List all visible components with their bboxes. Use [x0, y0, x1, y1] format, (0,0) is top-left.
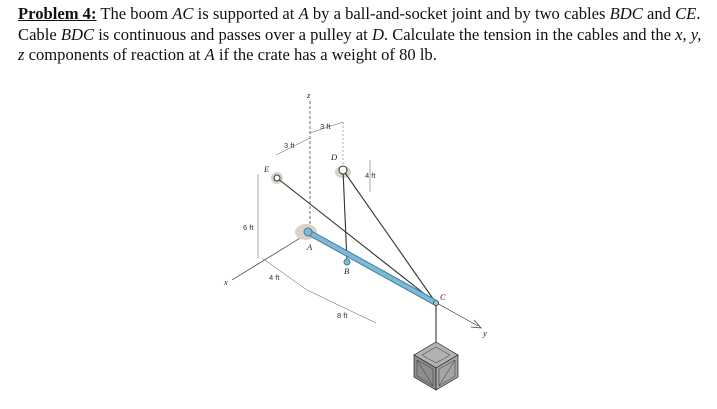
pulley-d [338, 165, 348, 175]
dim-4ft-right: 4 ft [365, 171, 376, 180]
var-bdc: BDC [609, 4, 643, 23]
anchor-e [273, 174, 281, 182]
problem-text: and [642, 4, 676, 23]
joints [273, 165, 439, 306]
problem-text: The boom [96, 4, 173, 23]
var-ce: CE [675, 4, 697, 23]
var-ac: AC [172, 4, 194, 23]
point-label-d: D [330, 152, 338, 162]
var-bdc: BDC [60, 24, 95, 44]
problem-text: if the crate has a weight of 80 lb. [214, 45, 437, 64]
var-a: A [204, 45, 215, 64]
point-label-b: B [344, 266, 349, 276]
dimension-lines [257, 121, 377, 324]
var-xyz: x, y, z [18, 24, 702, 65]
problem-statement: Problem 4: The boom AC is supported at A… [18, 4, 708, 66]
joint-c [433, 300, 439, 306]
dim-3ft-top: 3 ft [320, 122, 331, 131]
dim-4ft-bottom: 4 ft [269, 273, 280, 282]
ball-socket-a [303, 227, 313, 237]
var-d: D [371, 24, 384, 44]
point-label-e: E [263, 164, 270, 174]
boom-ac [305, 229, 439, 306]
problem-text: is continuous and passes over a pulley a… [94, 24, 372, 44]
problem-text: components of reaction at [24, 45, 205, 64]
cables [276, 169, 437, 342]
x-axis-label: x [223, 277, 228, 287]
problem-text: by a ball-and-socket joint and by two ca… [308, 4, 610, 23]
joint-b [343, 258, 351, 266]
z-axis-label: z [306, 90, 311, 100]
problem-text: . Calculate the tension in the cables an… [383, 24, 676, 44]
problem-text: . Cable [18, 4, 701, 44]
dim-3ft-left: 3 ft [284, 141, 295, 150]
dim-6ft: 6 ft [243, 223, 254, 232]
y-axis-label: y [482, 328, 487, 338]
dim-8ft: 8 ft [337, 311, 348, 320]
problem-label: Problem 4: [18, 4, 97, 23]
problem-text: is supported at [193, 4, 299, 23]
crate [413, 341, 459, 391]
var-a: A [298, 4, 309, 23]
point-label-c: C [440, 292, 446, 302]
point-label-a: A [306, 242, 313, 252]
